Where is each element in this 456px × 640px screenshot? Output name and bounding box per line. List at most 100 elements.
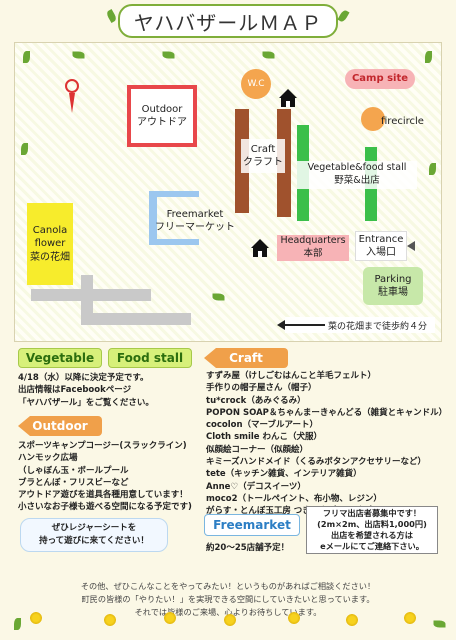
leaf-icon [14,618,21,630]
zone-label: Vegetable&food stall [307,162,407,174]
info-line: (2m×2m、出店料1,000円) [317,519,427,529]
leaf-icon [21,143,28,155]
craft-item: tete（キッチン雑貨、インテリア雑貨） [206,469,362,480]
zone-parking: Parking 駐車場 [363,267,423,305]
house-icon [251,239,269,257]
leaf-icon [429,163,436,175]
zone-label: Entrance [358,233,404,245]
leaf-icon [425,51,432,63]
closing-message: その他、ぜひこんなことをやってみたい！というものがあればご相談ください！ 町民の… [12,580,444,619]
zone-label: 入場口 [366,247,396,258]
freemarket-sub: 約20～25店舗予定！ [206,543,290,553]
craft-item: Cloth smile わんこ（犬服） [206,432,323,443]
freemarket-stall-row [149,239,199,245]
craft-item: POPON SOAP＆ちゃんまーきゃんどる（雑貨とキャンドル） [206,407,448,418]
info-line: フリマ出店者募集中です！ [322,508,422,518]
flower-icon [164,612,176,624]
zone-label: Outdoor [141,103,183,115]
zone-wc: W.C [241,69,271,99]
zone-label: Craft [250,143,276,155]
zone-canola: Canola flower 菜の花畑 [27,203,73,285]
flower-icon [288,612,300,624]
craft-item: 手作りの帽子屋さん（帽子） [206,383,317,394]
zone-freemarket: Freemarket フリーマーケット [155,207,235,235]
craft-item: すずみ屋（けしごむはんこと羊毛フェルト） [206,371,377,381]
info-line: eメールにてご連絡下さい。 [320,541,424,551]
zone-label: Freemarket [166,208,224,220]
arrow-line [283,324,325,326]
tag-vegetable: Vegetable [18,348,102,368]
info-line: ハンモック広場 [18,453,78,464]
info-line: ぜひレジャーシートを [51,523,137,533]
info-line: ブラとんぼ・フリスビーなど [18,477,129,488]
zone-label: アウトドア [137,117,187,128]
zone-label: W.C [247,78,265,89]
leaf-icon [212,293,225,301]
leisure-note: ぜひレジャーシートを 持って遊びに来てください！ [20,518,168,552]
info-line: 4/18（水）以降に決定予定です。 [18,373,149,383]
leaf-icon [433,620,446,628]
left-arrow-icon [277,320,285,330]
freemarket-recruit-box: フリマ出店者募集中です！ (2m×2m、出店料1,000円) 出店を希望される方… [306,506,438,554]
info-line: 出店を希望される方は [331,530,413,540]
craft-item: tu*crock（あみぐるみ） [206,395,306,406]
zone-label: 駐車場 [378,287,408,298]
zone-entrance[interactable]: Entrance 入場口 [355,231,407,261]
road [81,313,191,325]
freemarket-stall-row [149,191,157,245]
zone-camp-site: Camp site [345,69,415,89]
zone-outdoor: Outdoor アウトドア [127,85,197,147]
flower-icon [224,614,236,626]
zone-label: 菜の花畑 [30,251,70,263]
walk-note: 菜の花畑まで徒歩約４分 [285,317,435,333]
craft-list: すずみ屋（けしごむはんこと羊毛フェルト） 手作りの帽子屋さん（帽子） tu*cr… [206,370,447,518]
zone-label: Parking [374,273,412,285]
tag-food-stall: Food stall [108,348,192,368]
entrance-arrow-icon [407,241,415,251]
zone-firecircle-label: firecircle [381,116,424,127]
road [81,275,93,325]
flower-icon [30,612,42,624]
outdoor-info: スポーツキャンプコージー(スラックライン) ハンモック広場 （しゃぼん玉・ボール… [18,440,192,514]
venue-map: Outdoor アウトドア W.C Camp site firecircle C… [14,42,442,342]
freemarket-stall-row [149,191,199,197]
house-icon [279,89,297,107]
leaf-icon [337,9,350,23]
craft-item: cocolon（マーブルアート） [206,420,319,431]
vegetable-info: 4/18（水）以降に決定予定です。 出店情報はFacebookページ 「ヤハバザ… [18,372,154,409]
info-line: その他、ぜひこんなことをやってみたい！というものがあればご相談ください！ [80,581,376,591]
craft-item: Anne♡（デコスイーツ） [206,481,306,492]
info-line: 出店情報はFacebookページ [18,385,132,396]
zone-label: Canola [32,224,68,236]
info-line: 持って遊びに来てください！ [39,536,149,546]
leaf-icon [72,51,85,59]
info-line: 町民の皆様の「やりたい！」を実現できる空間にしていきたいと思っています。 [81,594,375,604]
compass-needle-icon [69,93,75,113]
zone-label: Camp site [351,73,409,85]
firecircle-icon [361,107,385,131]
zone-vegetable-food: Vegetable&food stall 野菜&出店 [297,161,417,189]
info-line: スポーツキャンプコージー(スラックライン) [18,441,187,451]
zone-label: 野菜&出店 [334,175,380,186]
zone-craft: Craft クラフト [241,139,285,173]
zone-headquarters: Headquarters 本部 [277,235,349,261]
craft-item: がらす・とんぼ玉工房 つきのき（とんぼ玉） [206,506,379,517]
craft-item: キミーズハンドメイド（くるみボタンアクセサリーなど） [206,457,426,468]
zone-label: flower [34,238,66,250]
tag-craft: Craft [204,348,288,368]
craft-item: moco2（トールペイント、布小物、レジン） [206,493,382,504]
flower-icon [104,614,116,626]
page-title: ヤハバザールＭＡＰ [118,4,338,38]
leaf-icon [262,51,275,59]
craft-item: 似顔絵コーナー（似顔絵） [206,444,309,455]
info-line: 小さいなお子様も遊べる空間になる予定です) [18,502,192,513]
zone-label: 本部 [303,248,323,259]
info-line: アウトドア遊びを道具各種用意しています！ [18,490,188,501]
tag-freemarket: Freemarket [204,514,300,536]
info-line: それでは皆様のご来場、心よりお待ちしています。 [134,607,322,617]
walk-note-label: 菜の花畑まで徒歩約４分 [327,321,427,332]
compass-icon [65,79,79,93]
info-line: （しゃぼん玉・ボールプール [18,465,129,476]
info-line: 「ヤハバザール」をご覧ください。 [18,397,154,408]
zone-label: フリーマーケット [155,222,235,233]
